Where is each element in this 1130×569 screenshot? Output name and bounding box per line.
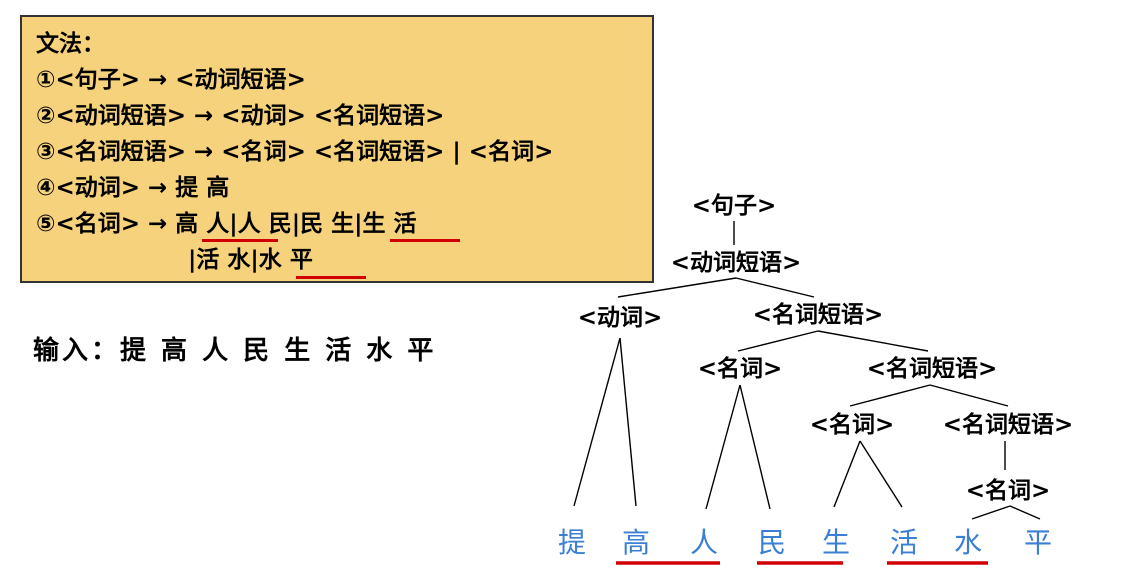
underline-shuiping bbox=[296, 276, 366, 279]
node-noun-phrase-2: <名词短语> bbox=[867, 355, 998, 382]
underline-minsheng bbox=[390, 239, 460, 242]
node-noun-phrase-3: <名词短语> bbox=[943, 411, 1074, 438]
node-noun-phrase-1: <名词短语> bbox=[753, 301, 884, 328]
edge-np2-np3 bbox=[929, 384, 1009, 407]
edge-noun3-ping bbox=[1009, 505, 1041, 520]
node-verb: <动词> bbox=[578, 305, 663, 331]
grammar-rule-5-continued: |活 水|水 平 bbox=[188, 247, 313, 273]
edge-vp-np1 bbox=[735, 277, 815, 298]
edge-noun1-min bbox=[739, 384, 771, 510]
leaf-shui: 水 bbox=[954, 526, 982, 559]
node-noun-2: <名词> bbox=[810, 411, 895, 438]
leaf-huo: 活 bbox=[890, 526, 918, 559]
edge-noun1-ren bbox=[705, 384, 741, 510]
leaf-min: 民 bbox=[758, 526, 786, 559]
edge-np1-noun1 bbox=[737, 330, 819, 352]
grammar-rule-3: ③<名词短语> → <名词> <名词短语> | <名词> bbox=[36, 139, 554, 165]
node-sentence: <句子> bbox=[692, 192, 777, 219]
leaf-ren: 人 bbox=[690, 526, 718, 559]
grammar-rule-4: ④<动词> → 提 高 bbox=[36, 175, 230, 201]
leaf-ti: 提 bbox=[558, 526, 586, 559]
leaf-gao: 高 bbox=[622, 526, 650, 559]
grammar-rule-5: ⑤<名词> → 高 人|人 民|民 生|生 活 bbox=[36, 211, 417, 237]
node-verb-phrase: <动词短语> bbox=[671, 249, 802, 276]
edge-verb-gao bbox=[619, 337, 637, 507]
grammar-rule-2: ②<动词短语> → <动词> <名词短语> bbox=[36, 103, 445, 129]
edge-noun3-shui bbox=[971, 505, 1011, 520]
grammar-box: 文法： ①<句子> → <动词短语> ②<动词短语> → <动词> <名词短语>… bbox=[20, 15, 654, 283]
grammar-title: 文法： bbox=[36, 31, 105, 57]
leaf-sheng: 生 bbox=[822, 526, 850, 559]
input-sentence: 输入：提 高 人 民 生 活 水 平 bbox=[33, 336, 437, 366]
edge-vp-verb bbox=[617, 277, 737, 298]
leaf-ping: 平 bbox=[1024, 526, 1052, 559]
edge-noun2-sheng bbox=[833, 440, 861, 508]
node-noun-3: <名词> bbox=[966, 477, 1051, 504]
edge-verb-ti bbox=[573, 337, 621, 507]
edge-noun2-huo bbox=[859, 440, 903, 508]
edge-np2-noun2 bbox=[849, 384, 931, 407]
edge-np1-np2 bbox=[817, 330, 929, 352]
grammar-rule-1: ①<句子> → <动词短语> bbox=[36, 67, 306, 93]
underline-gaoren bbox=[202, 239, 278, 242]
node-noun-1: <名词> bbox=[698, 355, 783, 382]
